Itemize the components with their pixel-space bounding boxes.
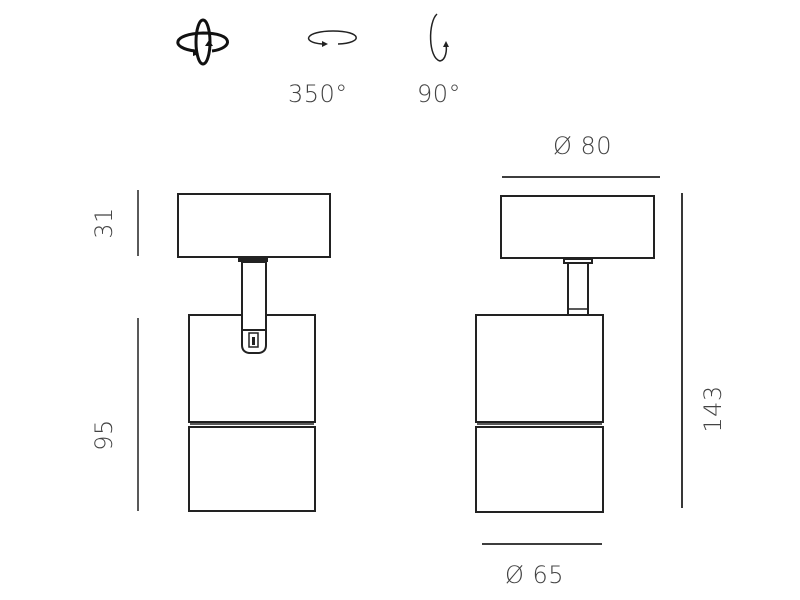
- head-diameter-label: Ø 80: [553, 132, 613, 160]
- horizontal-rotation-icon: [307, 30, 357, 47]
- horizontal-rotation-label: 350°: [288, 80, 348, 108]
- front-dimension-lines: [482, 176, 683, 545]
- head-height-label: 31: [90, 207, 118, 239]
- front-view-drawing: [475, 195, 655, 513]
- body-height-label: 95: [90, 419, 118, 451]
- side-view-head: [177, 193, 331, 258]
- front-view-head: [500, 195, 655, 259]
- total-height-label: 143: [699, 385, 727, 433]
- front-view-body-upper: [475, 314, 604, 423]
- body-diameter-label: Ø 65: [505, 561, 565, 589]
- side-view-drawing: [177, 193, 331, 512]
- side-view-stem: [241, 261, 267, 331]
- vertical-tilt-label: 90°: [417, 80, 462, 108]
- multi-axis-rotation-icon: [176, 18, 230, 66]
- side-view-body-lower: [188, 426, 316, 512]
- front-view-body-lower: [475, 426, 604, 513]
- front-view-stem: [567, 262, 589, 316]
- vertical-tilt-icon: [429, 13, 449, 62]
